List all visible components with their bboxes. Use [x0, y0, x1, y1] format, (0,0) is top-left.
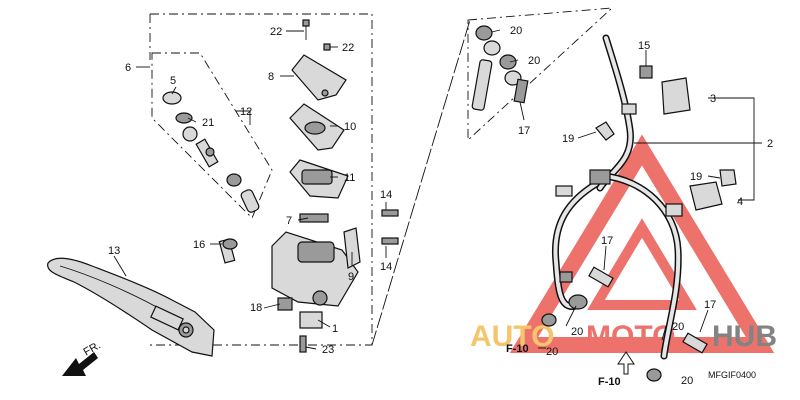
- ref-f10-bottom: F-10: [598, 376, 621, 388]
- piston-kit: [162, 91, 260, 213]
- callout-20d: 20: [546, 346, 558, 358]
- callout-20b: 20: [528, 55, 540, 67]
- brake-lever: [47, 257, 215, 357]
- callout-19b: 19: [690, 171, 702, 183]
- section-references: F-10 F-10 MFGIF0400: [506, 343, 756, 388]
- callout-2: 2: [767, 138, 773, 150]
- automotohub-watermark: AUTO MOTO HUB: [470, 134, 777, 353]
- callout-17c: 17: [704, 299, 716, 311]
- callout-20f: 20: [681, 375, 693, 387]
- callout-18: 18: [250, 302, 262, 314]
- watermark-text-hub: HUB: [712, 320, 777, 353]
- hose-kit-frame: [467, 7, 614, 142]
- callout-14b: 14: [380, 261, 392, 273]
- watermark-text-moto: MOTO: [586, 320, 675, 353]
- brake-hoses: [541, 34, 683, 360]
- reservoir-cap-assembly: [289, 19, 349, 199]
- callout-19a: 19: [562, 133, 574, 145]
- hose-end-kit: [471, 25, 529, 111]
- callout-23: 23: [322, 344, 334, 356]
- callout-5: 5: [170, 75, 176, 87]
- callout-numbers: 1 2 3 4 5 6 7 8 9 10 11 12 13 14 14 15 1…: [108, 25, 773, 387]
- callout-20c: 20: [571, 326, 583, 338]
- callout-17b: 17: [601, 235, 613, 247]
- callout-1: 1: [332, 323, 338, 335]
- callout-15: 15: [638, 40, 650, 52]
- callout-20a: 20: [510, 25, 522, 37]
- callout-20e: 20: [672, 321, 684, 333]
- callout-8: 8: [268, 71, 274, 83]
- callout-7: 7: [286, 215, 292, 227]
- hose-clamps-and-bolts: [588, 65, 737, 382]
- callout-21: 21: [202, 117, 214, 129]
- callout-3: 3: [710, 93, 716, 105]
- callout-17a: 17: [518, 125, 530, 137]
- diagram-code: MFGIF0400: [708, 370, 756, 380]
- watermark-triangle-logo: [509, 134, 775, 353]
- callout-6: 6: [125, 62, 131, 74]
- callout-9: 9: [348, 271, 354, 283]
- ref-f10-left: F-10: [506, 343, 529, 355]
- callout-22b: 22: [342, 42, 354, 54]
- callout-12: 12: [240, 106, 252, 118]
- watermark-text-auto: AUTO: [470, 320, 554, 353]
- callout-13: 13: [108, 245, 120, 257]
- fr-label: FR.: [82, 339, 103, 358]
- callout-14a: 14: [380, 189, 392, 201]
- callout-11: 11: [344, 172, 355, 184]
- front-direction-arrow: FR.: [62, 339, 103, 376]
- callout-16: 16: [193, 239, 205, 251]
- leader-lines: [136, 29, 762, 350]
- master-cylinder-body: [218, 209, 399, 353]
- callout-4: 4: [737, 196, 743, 208]
- callout-10: 10: [344, 121, 356, 133]
- callout-22a: 22: [270, 26, 282, 38]
- master-cylinder-assembly-frame: [149, 13, 471, 346]
